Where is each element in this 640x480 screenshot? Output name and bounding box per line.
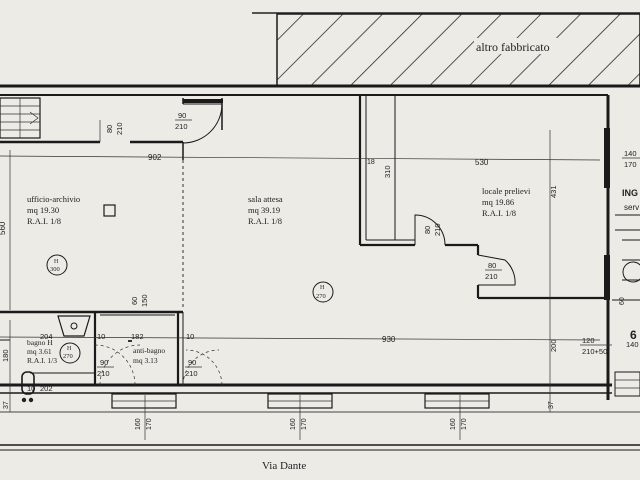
dimension-37b: 37 <box>548 401 555 409</box>
service-label: serv <box>624 203 639 212</box>
room-ratio: R.A.I. 1/3 <box>27 356 57 365</box>
door-width: 90 <box>178 111 186 120</box>
dimension-204: 204 <box>40 332 53 341</box>
door-width: 80 <box>488 261 496 270</box>
height-marker-waiting <box>312 281 334 303</box>
room-area: mq 3.61 <box>27 347 52 356</box>
office-column <box>103 204 116 217</box>
height-tag: H <box>320 285 325 291</box>
room-waiting: sala attesa mq 39.19 R.A.I. 1/8 H 270 <box>248 194 326 300</box>
room-name: locale prelievi <box>482 186 531 196</box>
outer-walls <box>0 84 640 451</box>
door-height: 210 <box>185 369 198 378</box>
dimension-numbers: 902 530 560 310 431 930 200 204 182 202 … <box>0 153 637 409</box>
door-height: 210+50 <box>582 347 607 356</box>
street-label: Via Dante <box>262 460 306 472</box>
room-name: ufficio-archivio <box>27 194 80 204</box>
height-marker-bath <box>59 342 81 364</box>
height-value: 300 <box>50 266 60 273</box>
dimension-6: 6 <box>630 328 637 342</box>
door-height: 150 <box>140 294 149 307</box>
room-area: mq 39.19 <box>248 205 280 215</box>
window-labels: 160 170 160 170 160 170 <box>135 418 468 430</box>
window-height: 170 <box>461 418 468 430</box>
room-ratio: R.A.I. 1/8 <box>27 216 61 226</box>
door-width: 90 <box>100 358 108 367</box>
dimension-18: 18 <box>367 159 375 166</box>
room-sampling: locale prelievi mq 19.86 R.A.I. 1/8 <box>482 186 531 218</box>
dimension-60: 60 <box>619 297 626 305</box>
door-height: 210 <box>433 223 442 236</box>
neighbor-label: altro fabbricato <box>476 40 550 54</box>
room-ratio: R.A.I. 1/8 <box>248 216 282 226</box>
door-height: 170 <box>624 160 637 169</box>
window-width: 160 <box>135 418 142 430</box>
neighbor-building: altro fabbricato <box>252 12 640 87</box>
height-marker-office <box>46 254 68 276</box>
room-office: ufficio-archivio mq 19.30 R.A.I. 1/8 H 3… <box>27 194 80 273</box>
sink-icon <box>57 315 91 337</box>
stair-block <box>0 97 101 144</box>
dimension-182: 182 <box>131 332 144 341</box>
door-width: 60 <box>130 297 139 305</box>
dimension-431: 431 <box>549 185 558 198</box>
height-value: 270 <box>316 293 326 300</box>
dimension-10c: 10 <box>27 384 35 393</box>
door-width: 80 <box>423 226 432 234</box>
dimension-560: 560 <box>0 221 7 235</box>
room-area: mq 3.13 <box>133 356 158 365</box>
dimension-202: 202 <box>40 384 53 393</box>
dimension-10a: 10 <box>97 332 105 341</box>
door-width: 120 <box>582 336 595 345</box>
internal-walls <box>0 96 640 397</box>
height-tag: H <box>54 259 59 265</box>
room-antebath: anti-bagno mq 3.13 <box>133 346 165 365</box>
room-name: bagno H <box>27 338 53 347</box>
room-name: anti-bagno <box>133 346 165 355</box>
room-area: mq 19.86 <box>482 197 514 207</box>
dimension-10b: 10 <box>186 332 194 341</box>
dimension-lines <box>0 130 601 440</box>
toilet-icon <box>21 371 35 395</box>
window-height: 170 <box>301 418 308 430</box>
window-width: 160 <box>290 418 297 430</box>
door-extra: 140 <box>626 340 639 349</box>
room-bath: bagno H mq 3.61 R.A.I. 1/3 H 270 <box>27 338 73 365</box>
door-height: 210 <box>115 122 124 135</box>
door-height: 210 <box>175 122 188 131</box>
door-labels: 90 210 80 210 80 210 80 210 90 210 90 21… <box>97 111 640 378</box>
door-width: 90 <box>188 358 196 367</box>
height-tag: H <box>67 346 72 352</box>
street-windows <box>111 393 490 409</box>
window-width: 160 <box>450 418 457 430</box>
height-marker-right <box>622 261 640 283</box>
door-swings <box>94 99 516 386</box>
room-name: sala attesa <box>248 194 283 204</box>
door-height: 210 <box>97 369 110 378</box>
dimension-180: 180 <box>1 349 10 362</box>
dimension-200: 200 <box>549 339 558 352</box>
window-height: 170 <box>146 418 153 430</box>
entrance-label: ING <box>622 188 638 198</box>
dimension-930: 930 <box>382 335 396 344</box>
height-value: 270 <box>63 353 73 360</box>
room-ratio: R.A.I. 1/8 <box>482 208 516 218</box>
room-area: mq 19.30 <box>27 205 59 215</box>
door-width: 140 <box>624 149 637 158</box>
dimension-902: 902 <box>148 153 162 162</box>
door-width: 80 <box>105 125 114 133</box>
dimension-310: 310 <box>383 165 392 178</box>
fixtures <box>21 204 640 403</box>
dimension-37a: 37 <box>3 401 10 409</box>
dimension-530: 530 <box>475 158 489 167</box>
door-height: 210 <box>485 272 498 281</box>
